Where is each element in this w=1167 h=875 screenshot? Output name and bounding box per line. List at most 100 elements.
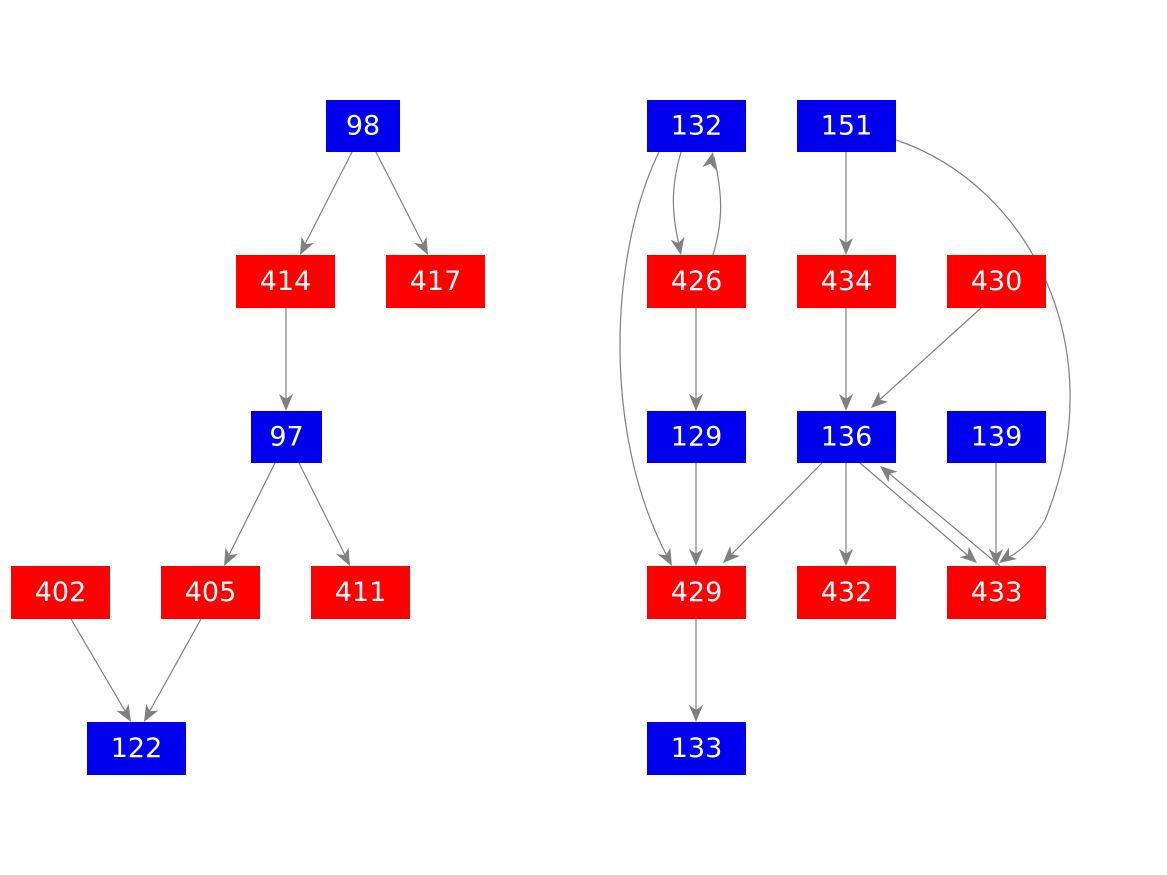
node-402[interactable]: 402 xyxy=(11,566,110,619)
node-429[interactable]: 429 xyxy=(647,566,746,619)
node-label: 433 xyxy=(971,577,1023,608)
node-box[interactable] xyxy=(947,566,1046,619)
node-box[interactable] xyxy=(947,255,1046,308)
node-433[interactable]: 433 xyxy=(947,566,1046,619)
node-434[interactable]: 434 xyxy=(797,255,896,308)
edge-line xyxy=(859,462,973,560)
node-box[interactable] xyxy=(326,100,400,152)
node-97[interactable]: 97 xyxy=(251,411,322,463)
node-box[interactable] xyxy=(236,255,335,308)
node-label: 426 xyxy=(671,266,723,297)
node-box[interactable] xyxy=(386,255,485,308)
edge-132-to-429 xyxy=(619,151,672,566)
edge-426-to-132 xyxy=(702,152,722,256)
node-label: 434 xyxy=(821,266,873,297)
arrowhead-icon xyxy=(689,549,703,566)
arrowhead-icon xyxy=(279,394,293,411)
arrowhead-icon xyxy=(336,547,350,566)
node-label: 129 xyxy=(671,422,723,453)
node-132[interactable]: 132 xyxy=(647,100,746,152)
edge-139-to-433 xyxy=(989,463,1003,566)
edge-430-to-136 xyxy=(871,307,982,408)
node-box[interactable] xyxy=(947,411,1046,463)
node-box[interactable] xyxy=(647,100,746,152)
edge-line xyxy=(884,469,1001,567)
edge-136-to-433 xyxy=(859,462,977,563)
edge-151-to-433 xyxy=(895,139,1071,563)
arrowhead-icon xyxy=(839,238,853,255)
node-411[interactable]: 411 xyxy=(311,566,410,619)
node-417[interactable]: 417 xyxy=(386,255,485,308)
node-label: 97 xyxy=(269,422,303,453)
edge-line xyxy=(301,151,353,251)
arrowhead-icon xyxy=(144,703,159,722)
nodes-layer: 98 414 417 97 402 405 411 122 132 151 426 434 430 129… xyxy=(11,100,1046,775)
node-label: 122 xyxy=(111,733,163,764)
node-139[interactable]: 139 xyxy=(947,411,1046,463)
edge-line xyxy=(619,151,669,559)
node-label: 432 xyxy=(821,577,873,608)
node-151[interactable]: 151 xyxy=(797,100,896,152)
node-box[interactable] xyxy=(647,411,746,463)
node-box[interactable] xyxy=(797,255,896,308)
edge-97-to-405 xyxy=(224,462,276,566)
arrowhead-icon xyxy=(224,547,238,566)
node-label: 98 xyxy=(346,111,380,142)
node-box[interactable] xyxy=(647,722,746,775)
edge-line xyxy=(375,151,427,251)
node-box[interactable] xyxy=(797,100,896,152)
edge-line xyxy=(146,618,202,717)
node-133[interactable]: 133 xyxy=(647,722,746,775)
edge-97-to-411 xyxy=(298,462,350,566)
node-label: 132 xyxy=(671,111,723,142)
node-414[interactable]: 414 xyxy=(236,255,335,308)
edge-136-to-432 xyxy=(839,463,853,566)
node-432[interactable]: 432 xyxy=(797,566,896,619)
edge-line xyxy=(225,462,276,562)
node-box[interactable] xyxy=(87,722,186,775)
node-box[interactable] xyxy=(161,566,260,619)
edge-136-to-429 xyxy=(723,462,823,563)
node-430[interactable]: 430 xyxy=(947,255,1046,308)
arrowhead-icon xyxy=(959,546,977,563)
edge-line xyxy=(712,156,722,256)
node-122[interactable]: 122 xyxy=(87,722,186,775)
arrowhead-icon xyxy=(871,391,889,408)
edge-line xyxy=(672,151,682,251)
arrowhead-icon xyxy=(414,236,428,255)
arrowhead-icon xyxy=(989,549,1003,566)
arrowhead-icon xyxy=(670,236,685,255)
node-129[interactable]: 129 xyxy=(647,411,746,463)
node-label: 151 xyxy=(821,111,873,142)
node-label: 417 xyxy=(410,266,462,297)
node-box[interactable] xyxy=(11,566,110,619)
node-label: 430 xyxy=(971,266,1023,297)
node-box[interactable] xyxy=(311,566,410,619)
edge-433-to-136 xyxy=(880,466,1001,567)
node-box[interactable] xyxy=(647,566,746,619)
node-405[interactable]: 405 xyxy=(161,566,260,619)
arrowhead-icon xyxy=(839,549,853,566)
node-box[interactable] xyxy=(797,566,896,619)
node-98[interactable]: 98 xyxy=(326,100,400,152)
edge-line xyxy=(70,618,129,717)
edge-151-to-434 xyxy=(839,152,853,255)
edge-132-to-426 xyxy=(670,151,685,255)
node-426[interactable]: 426 xyxy=(647,255,746,308)
edge-98-to-414 xyxy=(300,151,353,255)
arrowhead-icon xyxy=(300,236,314,255)
arrowhead-icon xyxy=(880,466,898,483)
node-box[interactable] xyxy=(797,411,896,463)
edge-434-to-136 xyxy=(839,308,853,411)
node-label: 429 xyxy=(671,577,723,608)
node-label: 405 xyxy=(185,577,237,608)
node-box[interactable] xyxy=(647,255,746,308)
edge-426-to-129 xyxy=(689,308,703,411)
node-box[interactable] xyxy=(251,411,322,463)
node-136[interactable]: 136 xyxy=(797,411,896,463)
node-label: 411 xyxy=(335,577,387,608)
edge-402-to-122 xyxy=(70,618,131,722)
node-label: 139 xyxy=(971,422,1023,453)
edge-98-to-417 xyxy=(375,151,428,255)
